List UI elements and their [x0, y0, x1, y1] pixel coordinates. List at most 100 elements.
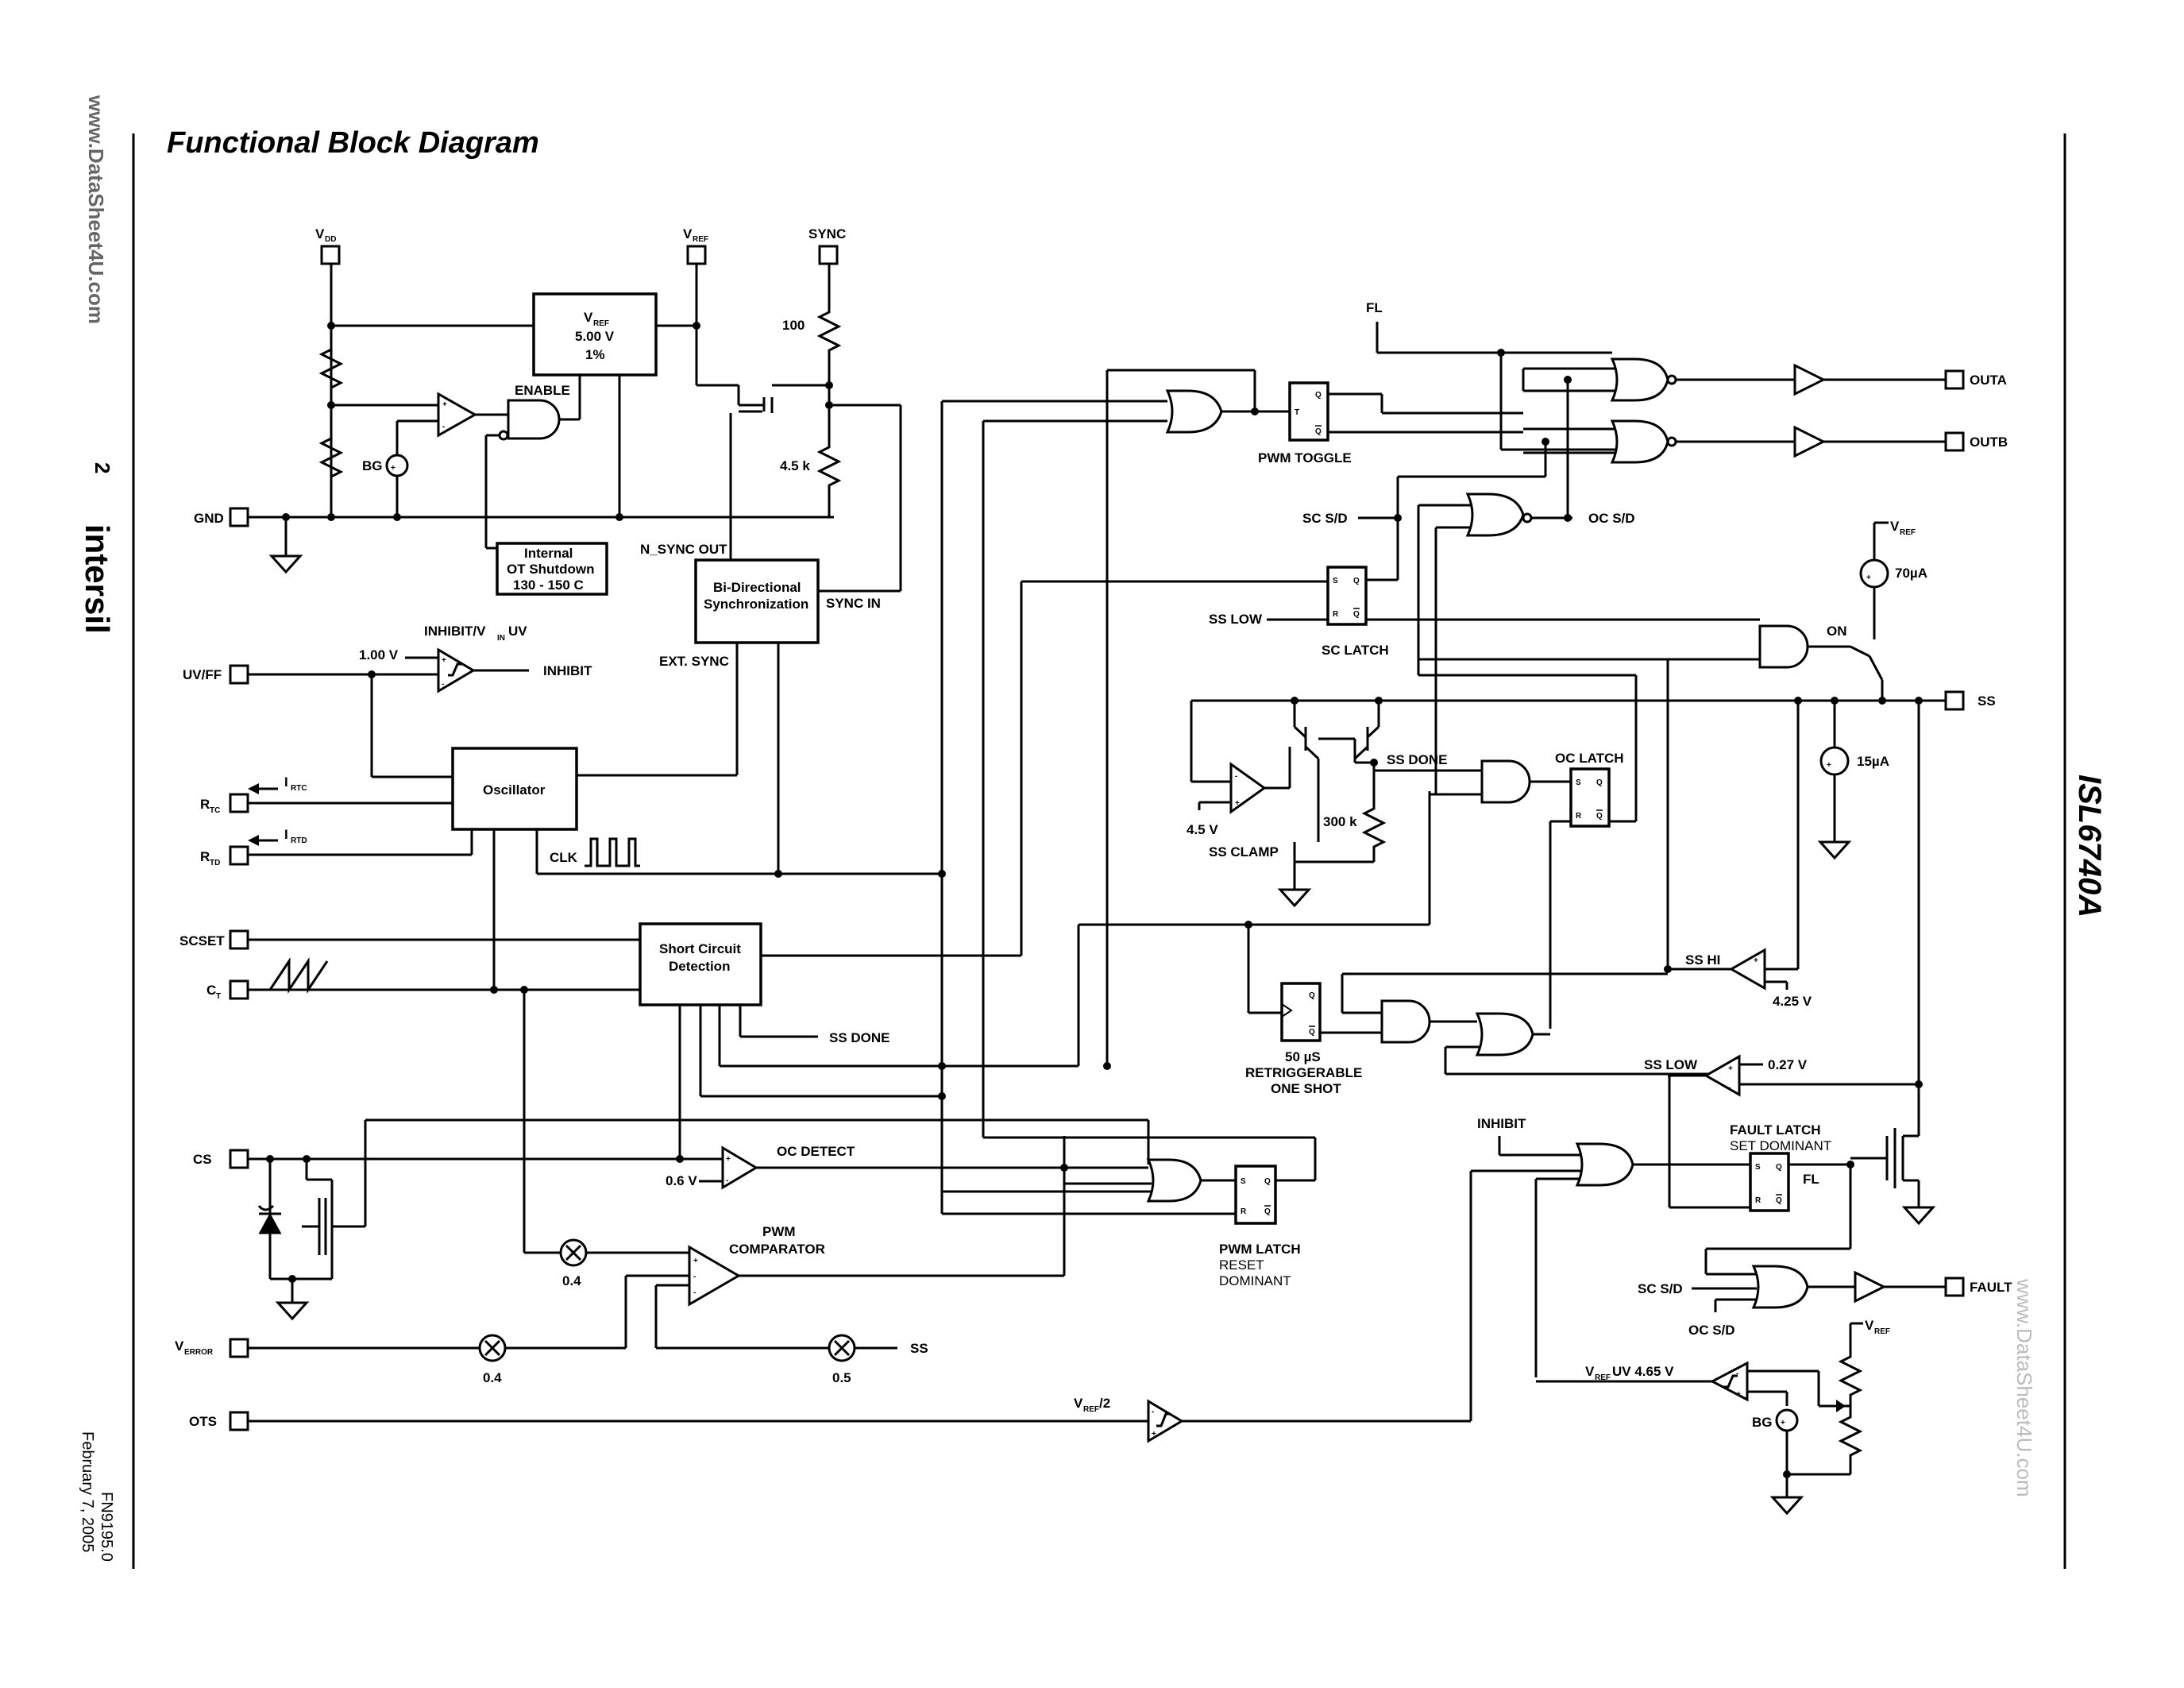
- pin-rtd-label: R: [200, 849, 210, 864]
- svg-text:REF: REF: [1083, 1405, 1099, 1414]
- ground-symbol: [268, 554, 303, 574]
- svg-text:0.4: 0.4: [483, 1370, 502, 1385]
- outb-buffer: [1793, 425, 1827, 458]
- svg-text:+: +: [442, 656, 446, 665]
- svg-text:Bi-Directional: Bi-Directional: [713, 580, 801, 595]
- pin-cs: [229, 1149, 249, 1169]
- vref-top-label: V: [1890, 519, 1900, 534]
- svg-text:-: -: [693, 1288, 696, 1297]
- doc-date: February 7, 2005: [79, 1431, 96, 1552]
- fault-latch: [1749, 1152, 1790, 1212]
- bg2-source: [1775, 1408, 1799, 1432]
- shutdown-nor-gate: [1465, 492, 1525, 537]
- svg-text:IN: IN: [497, 634, 505, 643]
- svg-text:RETRIGGERABLE: RETRIGGERABLE: [1245, 1065, 1362, 1080]
- pin-scset: [229, 929, 249, 950]
- oc-or-gate: [1475, 1012, 1534, 1056]
- svg-text:Q: Q: [1596, 812, 1603, 821]
- v100-label: 1.00 V: [359, 647, 399, 662]
- svg-text:S: S: [1241, 1177, 1246, 1186]
- pin-ct-label: C: [206, 983, 216, 998]
- pin-vref: [686, 245, 707, 265]
- svg-text:RTC: RTC: [291, 784, 307, 793]
- oc-sd-label: OC S/D: [1588, 511, 1635, 526]
- ss-hi-comparator: [1728, 948, 1766, 991]
- oc-detect-label: OC DETECT: [777, 1144, 855, 1159]
- v027-label: 0.27 V: [1768, 1057, 1808, 1072]
- fl2-label: FL: [1803, 1172, 1819, 1187]
- pwm-latch-or-gate: [1146, 1158, 1202, 1203]
- fault-buffer: [1854, 1270, 1887, 1304]
- svg-text:Synchronization: Synchronization: [704, 597, 808, 612]
- r300k-label: 300 k: [1323, 814, 1357, 829]
- svg-text:SET DOMINANT: SET DOMINANT: [1730, 1138, 1831, 1153]
- svg-text:Q: Q: [1353, 577, 1360, 585]
- pin-outa-label: OUTA: [1970, 373, 2007, 388]
- svg-text:REF: REF: [1900, 528, 1916, 537]
- svg-text:COMPARATOR: COMPARATOR: [729, 1242, 825, 1257]
- svg-text:Detection: Detection: [669, 959, 730, 974]
- enable-nand-gate: [507, 399, 561, 440]
- cs-ground-symbol: [275, 1301, 310, 1321]
- internal-ot-shutdown-block: [496, 542, 608, 596]
- oc-latch: [1569, 767, 1611, 828]
- bi-directional-sync-block: [694, 558, 820, 644]
- svg-text:-: -: [442, 423, 445, 431]
- sc-latch-label: SC LATCH: [1322, 643, 1389, 658]
- svg-text:T: T: [1295, 408, 1299, 417]
- pin-fault-label: FAULT: [1970, 1280, 2012, 1295]
- ss-low-comparator: [1703, 1054, 1741, 1097]
- svg-text:Q: Q: [1264, 1207, 1271, 1216]
- svg-text:R: R: [1576, 812, 1582, 821]
- pin-ots: [229, 1411, 249, 1431]
- svg-text:REF: REF: [1874, 1327, 1890, 1336]
- pin-gnd: [229, 507, 249, 527]
- pwm-toggle-flipflop: [1288, 381, 1329, 442]
- bg-label: BG: [362, 458, 383, 473]
- vref-regulator-block: [532, 292, 658, 377]
- ss-multiplier-label: SS: [910, 1341, 928, 1356]
- svg-text:+: +: [1754, 956, 1758, 965]
- oc-detect-comparator: [721, 1145, 758, 1190]
- current-source-15ua: [1819, 746, 1850, 776]
- pin-cs-label: CS: [193, 1152, 212, 1167]
- svg-text:ONE SHOT: ONE SHOT: [1271, 1081, 1341, 1096]
- oc-sd2-label: OC S/D: [1688, 1323, 1735, 1338]
- ct-sawtooth: [268, 957, 329, 994]
- svg-text:/2: /2: [1099, 1396, 1110, 1411]
- ss-clamp-amplifier: [1229, 762, 1267, 814]
- svg-text:+: +: [391, 464, 396, 473]
- svg-text:-: -: [442, 680, 444, 689]
- svg-text:S: S: [1333, 577, 1338, 585]
- svg-text:R: R: [1241, 1207, 1247, 1216]
- svg-text:0.4: 0.4: [562, 1273, 581, 1288]
- pin-vdd: [320, 245, 341, 265]
- svg-text:+: +: [1736, 1390, 1741, 1399]
- pin-gnd-label: GND: [194, 511, 224, 526]
- bg-source: [385, 454, 409, 477]
- fault-latch-label: FAULT LATCH: [1730, 1122, 1821, 1138]
- svg-text:1%: 1%: [585, 347, 605, 362]
- inhibit2-label: INHIBIT: [1477, 1116, 1526, 1131]
- pin-uvff: [229, 664, 249, 685]
- svg-text:REF: REF: [693, 235, 708, 244]
- ss-ground-symbol: [1817, 840, 1852, 860]
- pwm-latch-label: PWM LATCH: [1219, 1242, 1301, 1257]
- svg-text:Internal: Internal: [524, 546, 573, 561]
- svg-text:Q: Q: [1353, 610, 1360, 619]
- pin-outb-label: OUTB: [1970, 435, 2008, 450]
- enable-label: ENABLE: [515, 383, 570, 398]
- svg-text:TC: TC: [210, 806, 220, 815]
- clk-waveform: [585, 837, 640, 867]
- oscillator-block: [451, 747, 578, 831]
- current-source-70ua: [1859, 558, 1889, 589]
- part-number: ISL6740A: [2072, 774, 2107, 917]
- sync-in-label: SYNC IN: [826, 596, 881, 611]
- svg-text:S: S: [1576, 778, 1581, 787]
- page-title: Functional Block Diagram: [167, 126, 539, 160]
- svg-text:Q: Q: [1596, 778, 1603, 787]
- pin-rtc: [229, 793, 249, 813]
- pin-verror-label: V: [175, 1338, 184, 1354]
- inhibit-label: INHIBIT: [543, 663, 592, 678]
- svg-text:Q: Q: [1776, 1196, 1782, 1205]
